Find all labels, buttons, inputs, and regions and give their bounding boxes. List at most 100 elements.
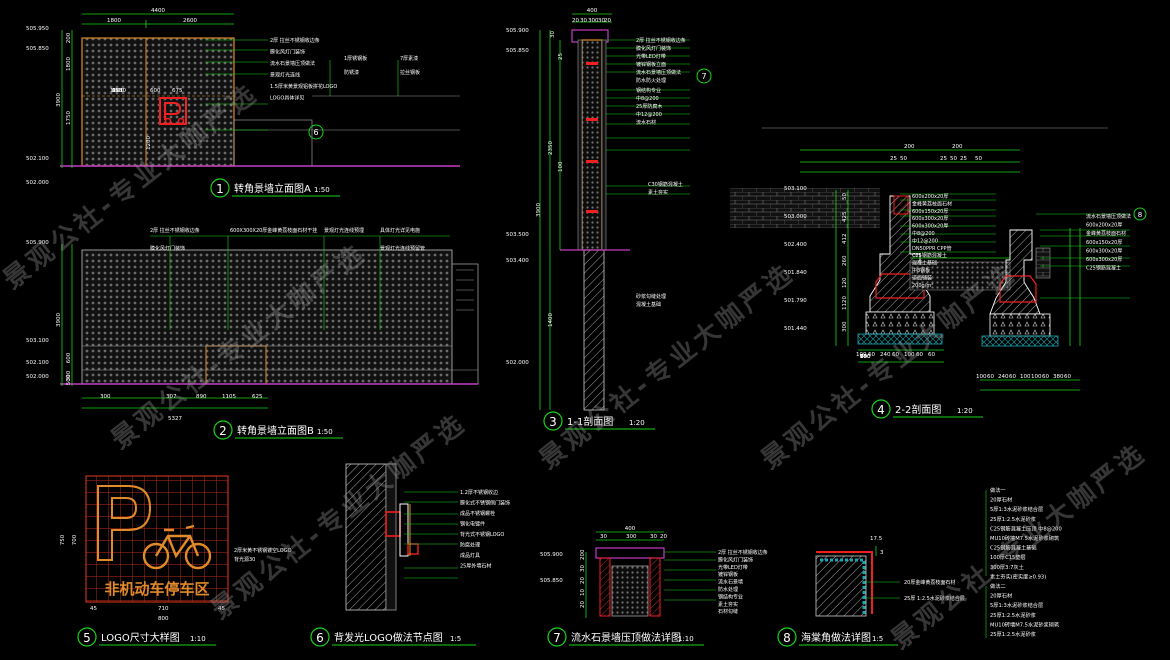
annotation-text: 200 — [904, 144, 915, 150]
annotation-text: 240 — [860, 354, 871, 360]
annotation-text: 膜化风灯门装饰 — [270, 49, 305, 56]
annotation-text: 600 — [112, 88, 123, 94]
annotation-text: 防腐处理 — [460, 542, 480, 549]
annotation-text: 背光源30 — [234, 556, 255, 563]
annotation-text: 300 — [66, 370, 72, 381]
annotation-text: 流水石景墙压顶做法 — [270, 60, 315, 67]
svg-text:8: 8 — [1138, 211, 1142, 219]
annotation-text: 防水防火处理 — [636, 77, 666, 84]
annotation-text: 200g/m² — [912, 283, 933, 289]
annotation-text: 200 — [580, 549, 586, 560]
annotation-text: MU10砖墙M7.5水泥砂浆砌筑 — [990, 620, 1060, 628]
annotation-text: 10 — [580, 589, 586, 596]
annotation-text: C25钢筋混凝土基础 — [990, 544, 1037, 552]
annotation-text: 25厚 1:2.5水泥砂浆结合层 — [904, 595, 965, 602]
detail-number: 8 — [783, 631, 791, 645]
annotation-text: 675 — [112, 88, 123, 94]
annotation-text: 505.900 — [506, 28, 529, 34]
detail-8-corner-detail — [815, 546, 900, 617]
detail-5-logo-detail — [85, 475, 229, 603]
annotation-text: 240 — [880, 352, 891, 358]
detail-7-coping-detail — [585, 531, 716, 618]
annotation-text: 20 — [572, 18, 579, 24]
annotation-text: 60 — [860, 354, 867, 360]
annotation-text: 50 — [842, 193, 848, 200]
annotation-text: 混凝土基础 — [912, 260, 937, 267]
annotation-text: 502.000 — [26, 180, 49, 186]
annotation-text: 300 — [842, 321, 848, 332]
detail-title: 转角景墙立面图A — [234, 182, 311, 195]
annotation-text: C25钢筋混凝土 — [912, 252, 947, 259]
annotation-text: 1.5厚米黄景观铝板拼花LOGO — [270, 83, 337, 90]
annotation-text: 镀锌钢板立面 — [636, 61, 666, 68]
annotation-text: 100 — [558, 161, 564, 172]
annotation-text: 600 — [150, 88, 161, 94]
annotation-text: 25厚1:2.5水泥砂浆 — [990, 611, 1036, 619]
annotation-text: 20 — [660, 534, 667, 540]
annotation-text: 600x300x20厚 — [912, 224, 948, 230]
detail-number: 3 — [549, 415, 557, 429]
annotation-text: MU10砖墙M7.5水泥砂浆砌筑 — [990, 534, 1060, 542]
annotation-text: 2厚 拉丝不锈钢收边条 — [150, 227, 200, 234]
annotation-text: 45 — [90, 606, 97, 612]
annotation-text: 钢结构专业 — [718, 593, 743, 600]
annotation-text: 502.100 — [26, 360, 49, 366]
annotation-text: 1750 — [66, 111, 72, 125]
annotation-text: 425 — [842, 211, 848, 222]
annotation-text: 503.100 — [784, 186, 807, 192]
annotation-text: 30 — [598, 18, 605, 24]
detail-2-elevation-b — [60, 235, 479, 409]
annotation-text: 60 — [916, 352, 923, 358]
detail-title: 转角景墙立面图B — [237, 424, 314, 437]
detail-4-section-2-2: 8 — [730, 127, 1147, 391]
svg-text:景观公社-专业大咖严选: 景观公社-专业大咖严选 — [533, 257, 800, 475]
annotation-text: 防锈漆 — [344, 69, 359, 76]
annotation-text: 20厚金峰黄荔枝面石材 — [904, 579, 955, 586]
annotation-text: 502.000 — [26, 374, 49, 380]
annotation-text: 260 — [842, 255, 848, 266]
annotation-text: 710 — [158, 606, 169, 612]
annotation-text: 100 — [860, 354, 871, 360]
annotation-text: 2厚米黄不锈钢镂空LOGO — [234, 547, 292, 554]
annotation-text: 300 — [626, 534, 637, 540]
annotation-text: 600x300x20厚 — [1086, 248, 1122, 254]
detail-number: 4 — [877, 403, 885, 417]
annotation-text: 20 — [580, 577, 586, 584]
annotation-text: 30 — [600, 534, 607, 540]
annotation-text: 505.850 — [26, 46, 49, 52]
annotation-text: 1800 — [107, 18, 121, 24]
annotation-text: 100 — [1020, 374, 1031, 380]
annotation-text: 膜化风灯门装饰 — [718, 556, 753, 563]
annotation-text: 流水石景墙压顶做法 — [1086, 213, 1131, 220]
annotation-text: 石材勾缝 — [718, 608, 738, 615]
annotation-text: 25厚1:2.5水泥砂浆 — [990, 515, 1036, 523]
annotation-text: 金峰黄荔枝面石材 — [1086, 230, 1126, 237]
annotation-text: 中12@200 — [912, 237, 938, 244]
annotation-text: 中8钢板 — [912, 267, 930, 274]
detail-number: 7 — [553, 631, 561, 645]
annotation-text: C30钢筋混凝土 — [648, 181, 683, 188]
annotation-text: 30 — [580, 565, 586, 572]
annotation-text: 60 — [868, 352, 875, 358]
annotation-text: 380 — [1053, 374, 1064, 380]
annotation-text: 具体灯光详见电施 — [380, 227, 420, 234]
annotation-text: 5厚1:3水泥砂浆结合层 — [990, 601, 1043, 609]
annotation-text: 混凝土基础 — [636, 301, 661, 308]
annotation-text: 2350 — [548, 141, 554, 155]
annotation-text: C25钢筋混凝土 — [1086, 265, 1121, 272]
annotation-text: 501.840 — [784, 270, 807, 276]
annotation-text: 17.5 — [870, 536, 883, 542]
annotation-text: C25钢筋混凝土压顶 中8@200 — [990, 524, 1062, 532]
annotation-text: 307 — [166, 394, 177, 400]
annotation-text: 600x300x20厚 — [912, 216, 948, 222]
annotation-text: 景观灯光连线预留管 — [380, 245, 425, 252]
detail-number-circle — [777, 627, 797, 647]
annotation-text: 100 — [904, 352, 915, 358]
annotation-text: 60 — [1042, 374, 1049, 380]
annotation-text: 60 — [928, 352, 935, 358]
annotation-text: 1800 — [112, 88, 126, 94]
annotation-text: 100 — [860, 354, 871, 360]
annotation-text: 7厚素漆 — [400, 55, 418, 62]
annotation-text: 膜化式不锈钢侧门装饰 — [460, 500, 510, 507]
